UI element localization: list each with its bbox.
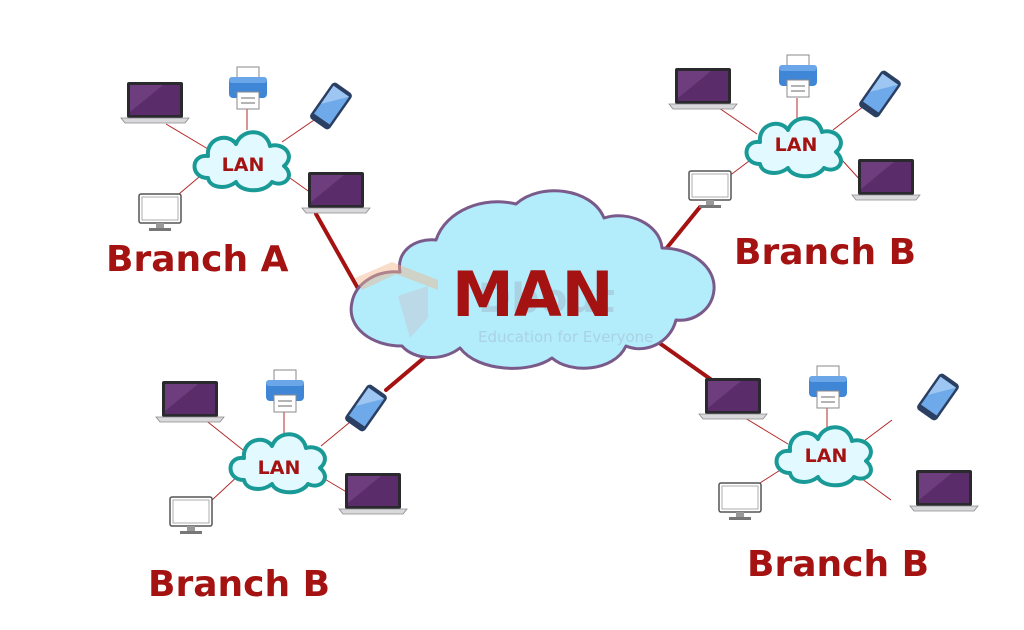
- watermark: Dbout Education for Everyone: [355, 262, 653, 346]
- laptop-icon: [698, 377, 768, 420]
- watermark-logo-icon: [355, 262, 438, 290]
- laptop-icon: [155, 380, 225, 423]
- cloud-icon: [349, 189, 716, 370]
- man-label: MAN: [452, 258, 614, 331]
- branch-top-right: LAN: [668, 54, 921, 209]
- laptop-icon: [120, 81, 190, 124]
- monitor-icon: [138, 193, 182, 232]
- branch-label-bottom-left: Branch B: [148, 564, 331, 605]
- branch-label-top-left: Branch A: [106, 239, 289, 280]
- link-branch-a: [314, 212, 362, 294]
- laptop-icon: [301, 171, 371, 214]
- branch-bottom-left: LAN: [155, 369, 408, 535]
- link-branch-bottom-right: [656, 340, 718, 385]
- printer-icon: [265, 369, 305, 413]
- phone-icon: [915, 372, 961, 422]
- monitor-icon: [169, 496, 213, 535]
- laptop-icon: [851, 158, 921, 201]
- laptop-icon: [338, 472, 408, 515]
- lan-label: LAN: [222, 154, 265, 176]
- printer-icon: [228, 66, 268, 110]
- branch-label-bottom-right: Branch B: [747, 544, 930, 585]
- laptop-icon: [909, 469, 979, 512]
- printer-icon: [778, 54, 818, 98]
- branch-bottom-right: LAN: [698, 365, 979, 521]
- phone-icon: [343, 383, 389, 433]
- phone-icon: [308, 81, 354, 131]
- link-branch-bottom-left: [384, 355, 427, 392]
- lan-label: LAN: [805, 445, 848, 467]
- lan-label: LAN: [775, 134, 818, 156]
- monitor-icon: [688, 170, 732, 209]
- man-cloud: [349, 189, 716, 370]
- watermark-tagline: Education for Everyone: [478, 328, 653, 346]
- branch-label-top-right: Branch B: [734, 232, 917, 273]
- phone-icon: [857, 69, 903, 119]
- printer-icon: [808, 365, 848, 409]
- lan-label: LAN: [258, 457, 301, 479]
- monitor-icon: [718, 482, 762, 521]
- laptop-icon: [668, 67, 738, 110]
- branch-top-left: LAN: [120, 66, 371, 232]
- watermark-brand: Dbout: [478, 276, 615, 322]
